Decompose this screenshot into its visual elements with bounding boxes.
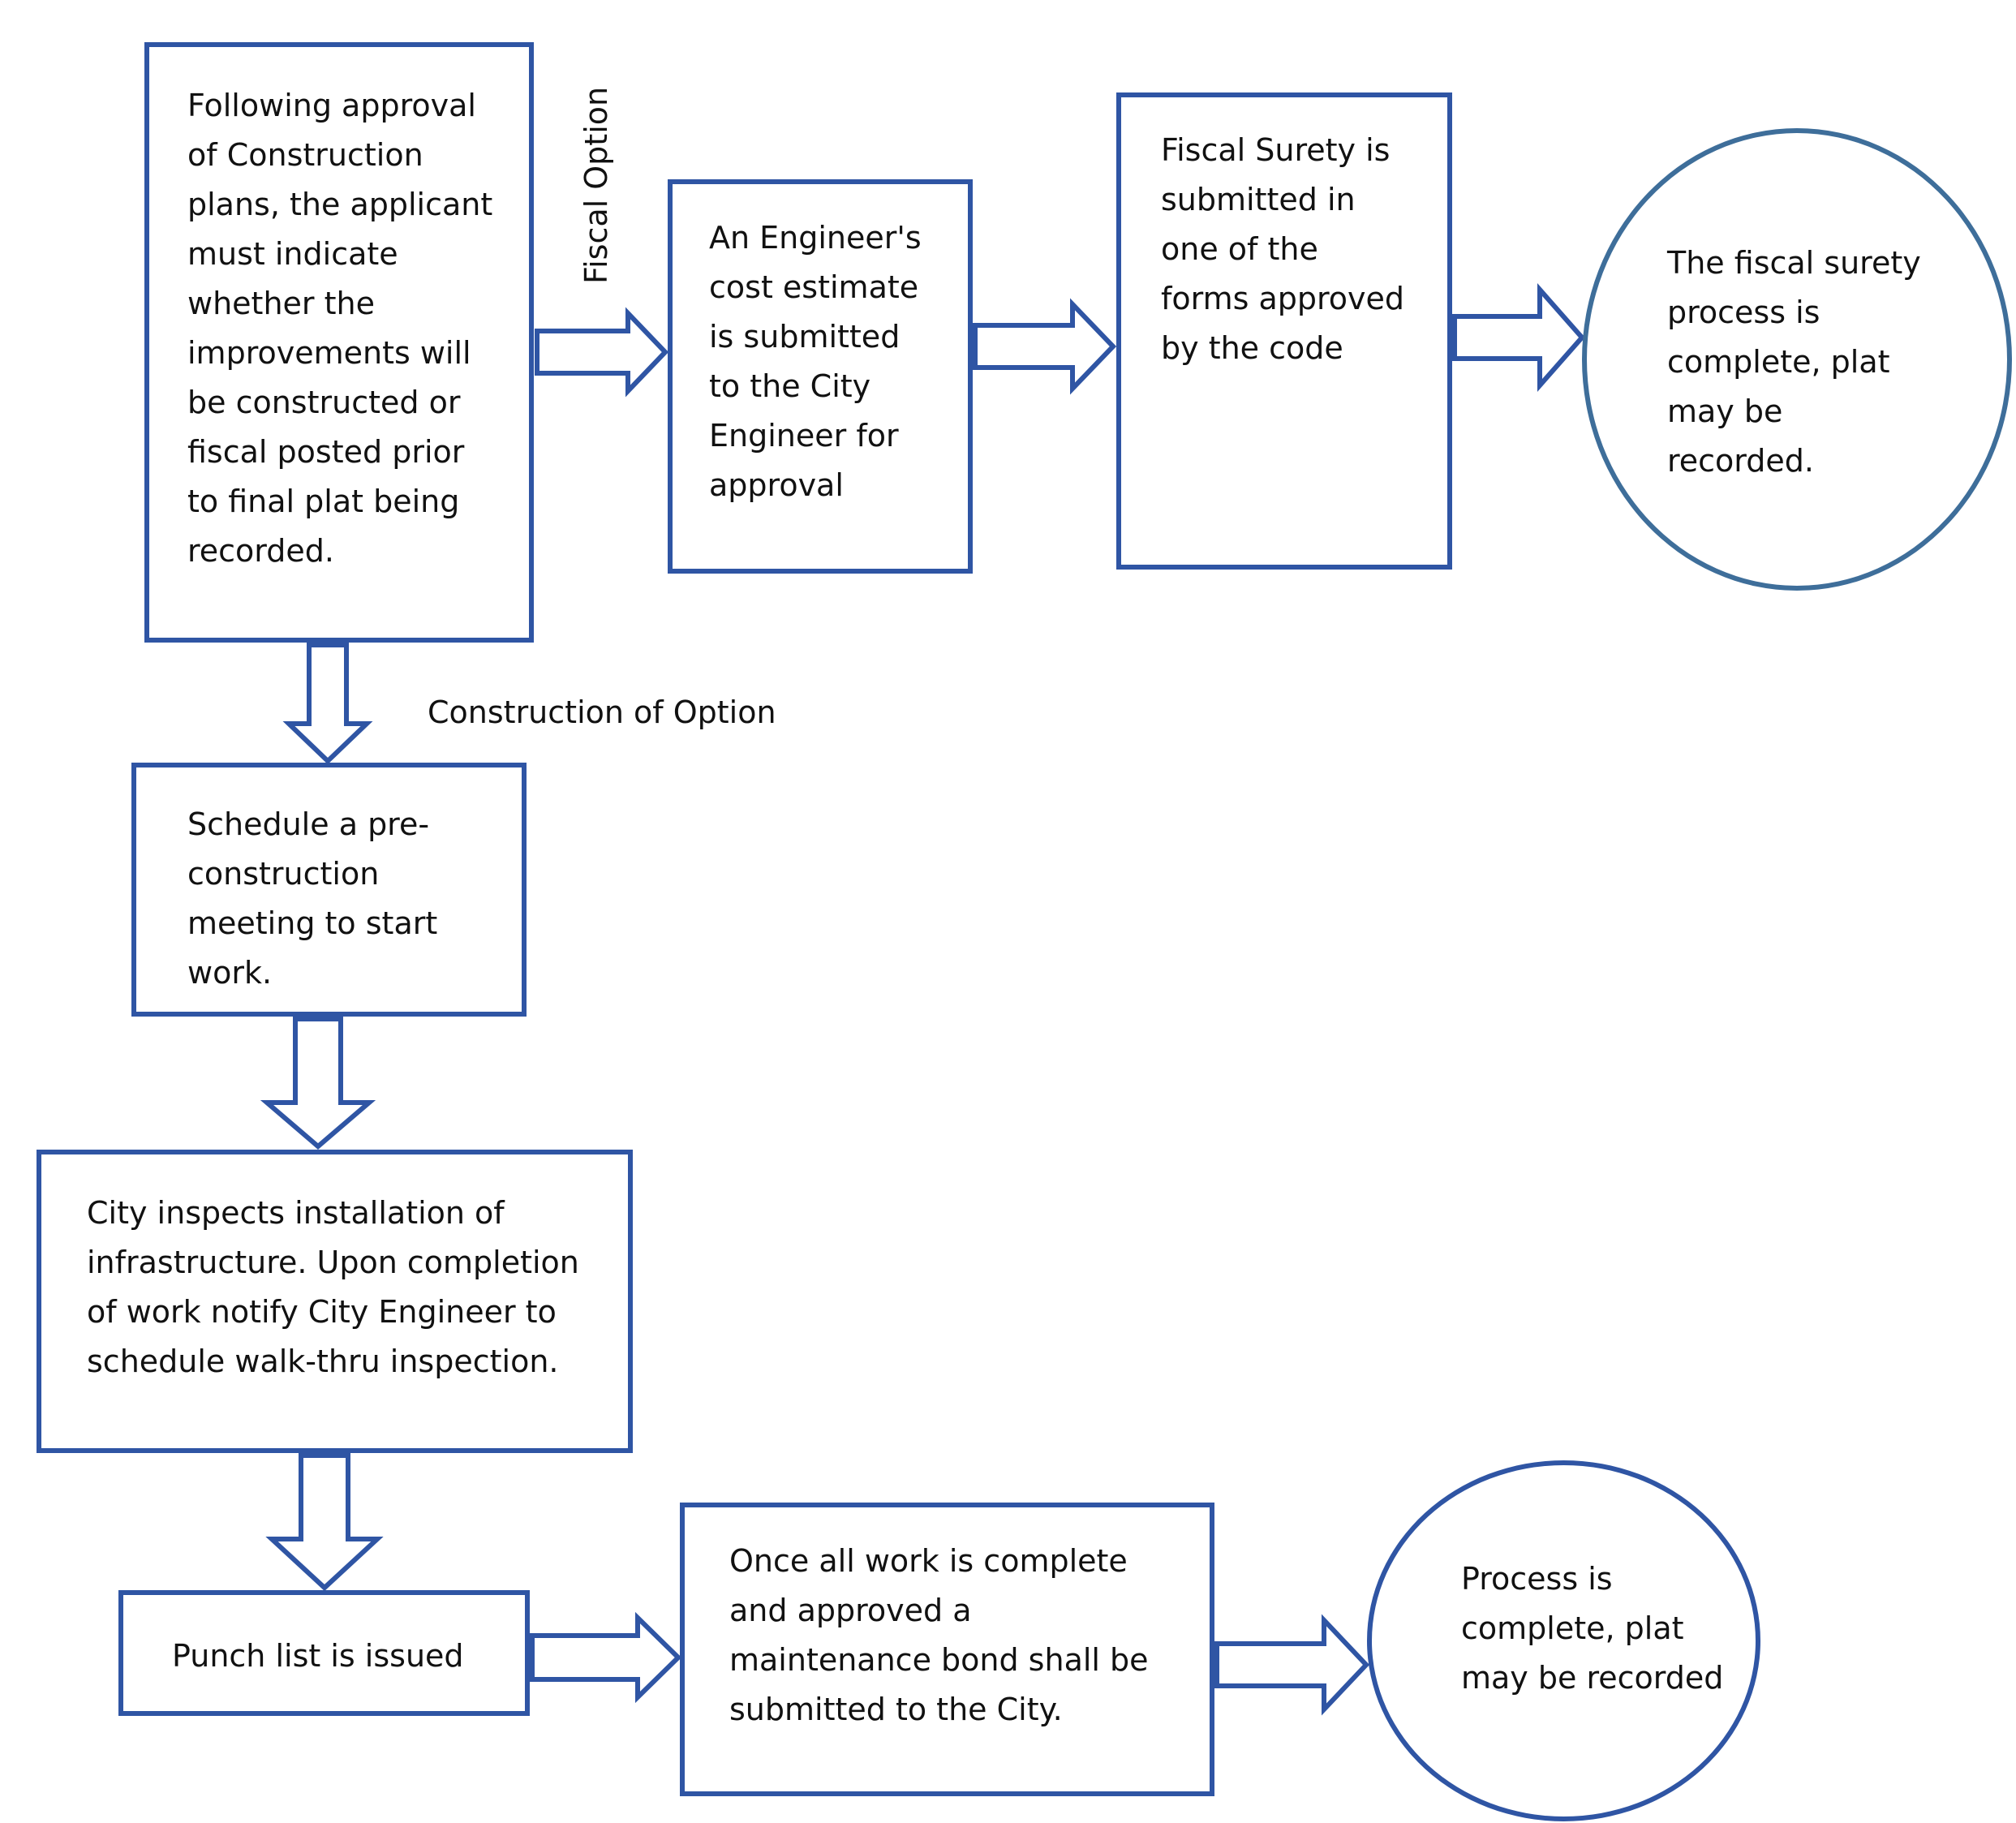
preconstruction-text: Schedule a pre- construction meeting to … bbox=[187, 806, 438, 991]
fiscal-option-label: Fiscal Option bbox=[578, 86, 614, 284]
arrow-estimate-to-surety bbox=[973, 298, 1117, 395]
fiscal-surety-text: Fiscal Surety is submitted in one of the… bbox=[1161, 132, 1405, 366]
construction-option-label: Construction of Option bbox=[428, 694, 776, 730]
maintenance-bond-text: Once all work is complete and approved a… bbox=[729, 1543, 1149, 1727]
punch-list-box: Punch list is issued bbox=[118, 1590, 530, 1716]
arrow-start-to-estimate bbox=[535, 307, 669, 398]
arrow-start-to-preconstruction bbox=[282, 643, 373, 765]
arrow-bond-to-complete bbox=[1214, 1614, 1370, 1716]
city-inspects-text: City inspects installation of infrastruc… bbox=[87, 1195, 579, 1379]
arrow-inspects-to-punchlist bbox=[265, 1453, 384, 1592]
process-complete-text: Process is complete, plat may be recorde… bbox=[1461, 1561, 1724, 1696]
punch-list-text: Punch list is issued bbox=[172, 1638, 464, 1674]
engineer-estimate-box: An Engineer's cost estimate is submitted… bbox=[668, 179, 973, 574]
fiscal-surety-box: Fiscal Surety is submitted in one of the… bbox=[1116, 92, 1452, 570]
city-inspects-box: City inspects installation of infrastruc… bbox=[37, 1150, 633, 1453]
fiscal-complete-oval: The fiscal surety process is complete, p… bbox=[1582, 128, 2012, 591]
preconstruction-box: Schedule a pre- construction meeting to … bbox=[131, 763, 527, 1017]
arrow-preconstruction-to-inspects bbox=[260, 1017, 376, 1150]
process-complete-oval: Process is complete, plat may be recorde… bbox=[1367, 1460, 1760, 1821]
arrow-punchlist-to-bond bbox=[530, 1611, 682, 1704]
start-decision-box: Following approval of Construction plans… bbox=[144, 42, 534, 643]
engineer-estimate-text: An Engineer's cost estimate is submitted… bbox=[709, 220, 922, 503]
maintenance-bond-box: Once all work is complete and approved a… bbox=[680, 1503, 1214, 1796]
fiscal-complete-text: The fiscal surety process is complete, p… bbox=[1667, 245, 1921, 479]
arrow-surety-to-complete bbox=[1452, 283, 1585, 392]
start-decision-text: Following approval of Construction plans… bbox=[187, 88, 493, 569]
